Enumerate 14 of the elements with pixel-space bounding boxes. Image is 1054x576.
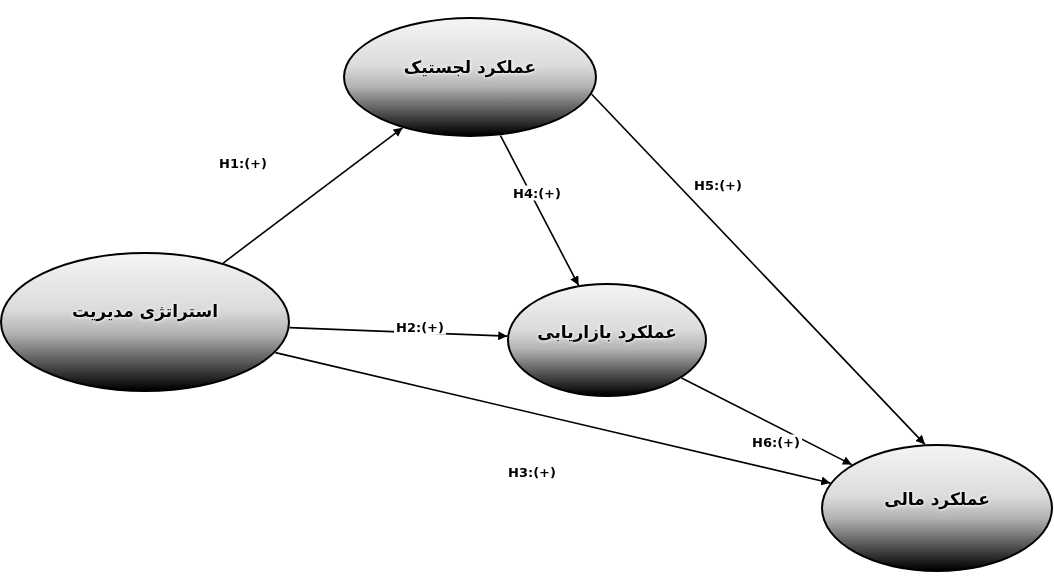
arrow	[590, 93, 926, 446]
edge-label: H5:(+)	[692, 177, 744, 193]
node-label: استراتژی مدیریت	[72, 300, 218, 321]
arrow	[274, 351, 832, 486]
arrow	[222, 127, 404, 264]
edge-label: H1:(+)	[217, 155, 269, 171]
edge-label: H4:(+)	[511, 185, 563, 201]
edge-label: H2:(+)	[394, 319, 446, 335]
node-label: عملکرد بازاریابی	[537, 322, 677, 343]
edge-label: H3:(+)	[506, 464, 558, 480]
arrow	[680, 377, 853, 466]
node-label: عملکرد مالی	[884, 488, 990, 509]
node-label: عملکرد لجستیک	[403, 57, 537, 77]
edge-label: H6:(+)	[750, 434, 802, 450]
